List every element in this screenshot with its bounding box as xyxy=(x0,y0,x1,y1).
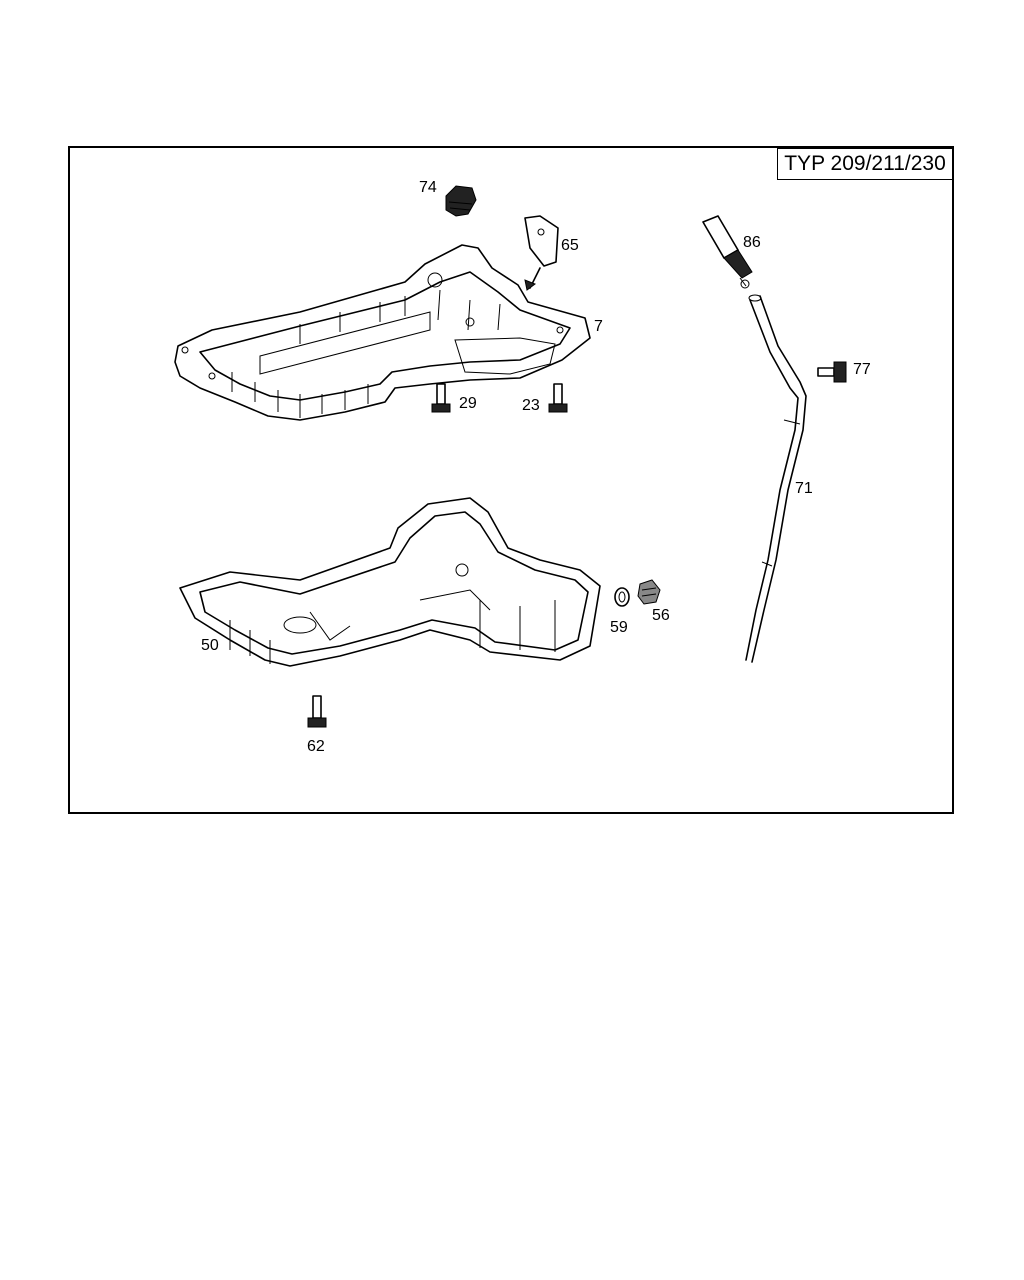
part-label-74: 74 xyxy=(419,179,437,196)
part-label-65: 65 xyxy=(561,237,579,254)
part-label-29: 29 xyxy=(459,395,477,412)
plug-icon xyxy=(637,579,661,605)
part-label-86: 86 xyxy=(743,234,761,251)
type-label: TYP 209/211/230 xyxy=(777,148,953,180)
diagram-frame xyxy=(68,146,954,814)
bolt-icon xyxy=(817,361,847,383)
part-label-7: 7 xyxy=(594,318,603,335)
part-label-50: 50 xyxy=(201,637,219,654)
oil-pan-upper-icon xyxy=(174,244,591,421)
part-label-62: 62 xyxy=(307,738,325,755)
seal-ring-icon xyxy=(614,587,630,607)
bolt-icon xyxy=(431,383,451,413)
part-label-77: 77 xyxy=(853,361,871,378)
part-label-56: 56 xyxy=(652,607,670,624)
dipstick-tube-icon xyxy=(745,294,807,663)
sensor-icon xyxy=(702,215,753,289)
bolt-icon xyxy=(307,695,327,728)
bolt-icon xyxy=(548,383,568,413)
plug-icon xyxy=(445,185,477,217)
part-label-71: 71 xyxy=(795,480,813,497)
part-label-23: 23 xyxy=(522,397,540,414)
cover-plate-icon xyxy=(524,215,559,291)
oil-pan-lower-icon xyxy=(179,497,601,667)
part-label-59: 59 xyxy=(610,619,628,636)
